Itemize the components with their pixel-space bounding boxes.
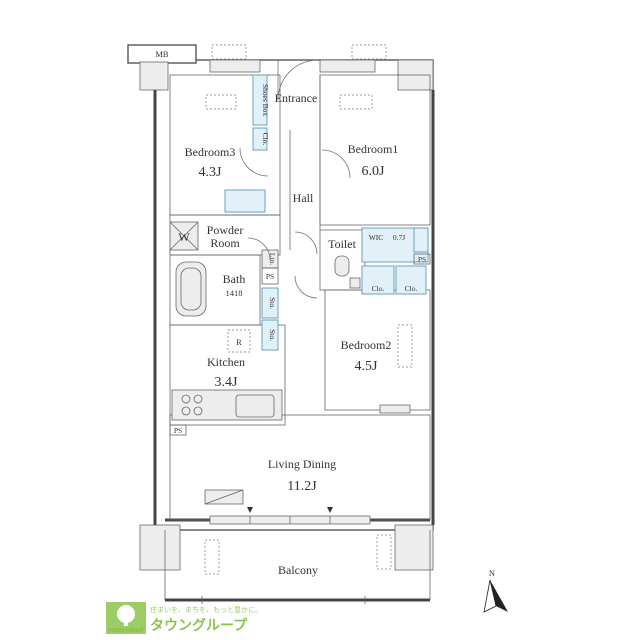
toilet-fixture (334, 255, 350, 277)
kitchen-name: Kitchen (207, 355, 245, 369)
bedroom1-area: 6.0J (362, 164, 386, 179)
bedroom1-name: Bedroom1 (348, 142, 399, 156)
powder-room-line1: Powder (207, 223, 244, 237)
logo-sub: TOWN GROUP (107, 628, 143, 634)
bedroom2-closet-fixture-2 (395, 265, 427, 295)
bedroom3-area: 4.3J (199, 165, 223, 180)
bedroom2-closet-label-2: Clo. (405, 284, 418, 293)
wic-name: WIC (369, 233, 384, 242)
bedroom2-closet-fixture-1 (361, 265, 395, 295)
logo-tagline: 住まいを、まちを、もっと豊かに。 (150, 605, 262, 614)
storage-fixture-1 (261, 287, 279, 319)
balcony-label: Balcony (278, 563, 318, 577)
balcony-area (164, 530, 431, 604)
bedroom2-closet-label-1: Clo. (372, 284, 385, 293)
storage-fixture-2 (261, 319, 279, 351)
linen-label: Lin. (268, 253, 277, 265)
living-dining-area: 11.2J (287, 479, 317, 494)
kitchen-sink (235, 394, 275, 418)
top-windows (209, 44, 387, 73)
bedroom2-area: 4.5J (355, 359, 379, 374)
mb-label: MB (155, 49, 169, 59)
powder-room-line2: Room (210, 236, 240, 250)
north-arrow-icon (490, 580, 508, 612)
bedroom2-name: Bedroom2 (341, 338, 392, 352)
wic-area: 0.7J (393, 233, 405, 242)
refrigerator-fixture (227, 329, 251, 353)
balcony-windows (209, 507, 371, 525)
storage-label-2: Sto. (268, 329, 277, 341)
kitchen-ps-label: PS (174, 426, 182, 435)
bath-name: Bath (223, 272, 246, 286)
entrance-door (277, 59, 319, 101)
storage-label-1: Sto. (268, 297, 277, 309)
company-logo: TOWN GROUP 住まいを、まちを、もっと豊かに。 タウングループ (106, 602, 262, 634)
hall-label: Hall (293, 191, 314, 205)
bedroom3-closet-fixture (252, 127, 268, 151)
interior-walls (169, 74, 431, 521)
wic-ps-label: PS (418, 255, 426, 264)
toilet-label: Toilet (328, 237, 356, 251)
shoes-box-label: Shoes Box (261, 84, 270, 117)
bathtub-fixture (175, 261, 207, 317)
living-dining-name: Living Dining (268, 457, 336, 471)
bedroom3-closet-label: Clo. (261, 133, 270, 146)
refrigerator-label: R (236, 337, 242, 347)
bath-size: 1418 (226, 288, 243, 298)
vanity-fixture (224, 189, 266, 213)
outer-walls (127, 44, 435, 571)
washer-label: W (178, 230, 190, 244)
logo-name: タウングループ (150, 617, 248, 634)
north-label: N (489, 568, 495, 578)
bedroom3-name: Bedroom3 (185, 145, 236, 159)
bath-ps-label: PS (266, 272, 274, 281)
kitchen-counter (171, 389, 283, 421)
entrance-label: Entrance (275, 91, 318, 105)
compass: N (483, 568, 508, 613)
shoes-box-fixture (252, 74, 268, 126)
kitchen-area: 3.4J (215, 375, 239, 390)
